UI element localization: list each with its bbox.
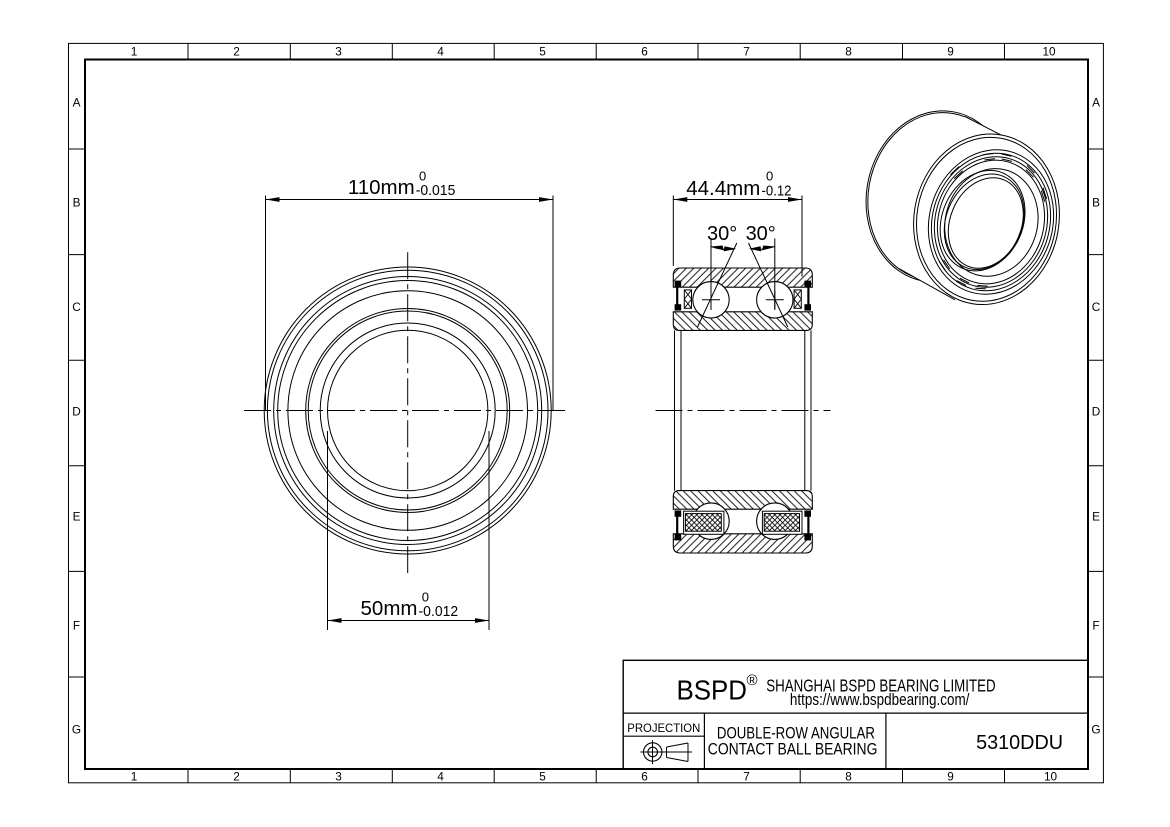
svg-text:G: G: [72, 723, 81, 737]
svg-text:8: 8: [845, 770, 852, 784]
svg-text:F: F: [1092, 618, 1099, 632]
svg-text:4: 4: [437, 45, 444, 59]
svg-text:D: D: [1092, 405, 1101, 419]
svg-text:-0.015: -0.015: [416, 183, 456, 199]
svg-text:A: A: [1092, 96, 1100, 110]
svg-text:10: 10: [1044, 770, 1058, 784]
svg-text:-0.12: -0.12: [762, 184, 792, 200]
svg-text:5310DDU: 5310DDU: [976, 731, 1063, 754]
svg-text:BSPD: BSPD: [677, 674, 748, 705]
svg-text:9: 9: [947, 45, 954, 59]
svg-text:0: 0: [419, 168, 426, 183]
svg-text:1: 1: [131, 770, 138, 784]
svg-text:DOUBLE-ROW ANGULAR: DOUBLE-ROW ANGULAR: [717, 725, 875, 743]
svg-text:7: 7: [743, 45, 750, 59]
svg-text:3: 3: [335, 770, 342, 784]
svg-text:110mm: 110mm: [348, 176, 415, 199]
svg-text:E: E: [1092, 509, 1100, 523]
svg-text:0: 0: [766, 169, 773, 184]
svg-text:50mm: 50mm: [361, 597, 418, 620]
svg-text:B: B: [1092, 195, 1100, 209]
svg-text:1: 1: [131, 45, 138, 59]
svg-text:5: 5: [539, 770, 546, 784]
svg-text:B: B: [73, 195, 81, 209]
svg-text:10: 10: [1042, 45, 1056, 59]
svg-text:CONTACT BALL BEARING: CONTACT BALL BEARING: [708, 740, 878, 758]
svg-text:4: 4: [437, 770, 444, 784]
svg-text:G: G: [1091, 723, 1100, 737]
svg-text:44.4mm: 44.4mm: [686, 177, 760, 200]
svg-text:F: F: [73, 618, 80, 632]
svg-text:6: 6: [641, 45, 648, 59]
svg-text:PROJECTION: PROJECTION: [627, 721, 700, 735]
svg-text:7: 7: [743, 770, 750, 784]
svg-text:30°: 30°: [707, 223, 737, 245]
svg-text:6: 6: [641, 770, 648, 784]
svg-text:2: 2: [233, 45, 240, 59]
svg-text:®: ®: [747, 672, 758, 689]
svg-text:0: 0: [422, 590, 429, 605]
svg-text:8: 8: [845, 45, 852, 59]
svg-text:C: C: [72, 300, 81, 314]
svg-text:30°: 30°: [746, 223, 776, 245]
svg-text:D: D: [72, 405, 81, 419]
svg-text:3: 3: [335, 45, 342, 59]
svg-text:2: 2: [233, 770, 240, 784]
svg-text:SHANGHAI BSPD BEARING LIMITED: SHANGHAI BSPD BEARING LIMITED: [766, 675, 995, 695]
svg-text:https://www.bspdbearing.com/: https://www.bspdbearing.com/: [790, 690, 970, 709]
svg-text:5: 5: [539, 45, 546, 59]
svg-text:9: 9: [947, 770, 954, 784]
svg-text:A: A: [73, 96, 81, 110]
svg-text:C: C: [1092, 300, 1101, 314]
svg-text:E: E: [73, 509, 81, 523]
svg-text:-0.012: -0.012: [419, 604, 459, 620]
